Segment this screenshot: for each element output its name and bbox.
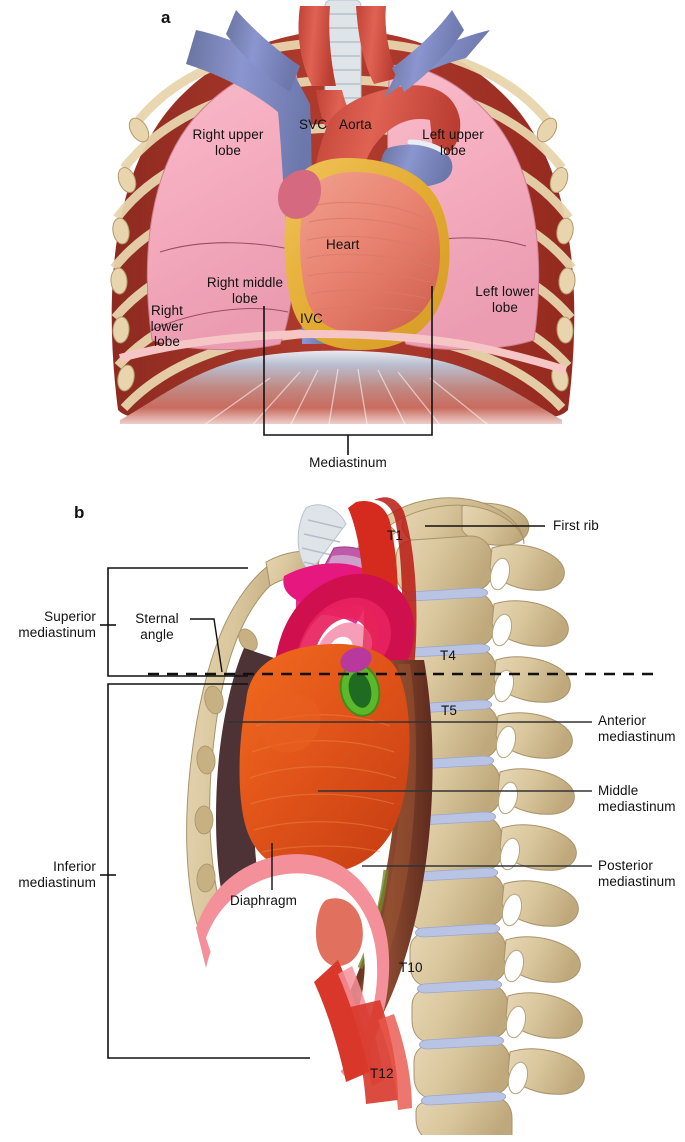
heart-striations-b	[249, 714, 397, 853]
label-right-lower-lobe: Right lower lobe	[150, 303, 184, 349]
ligamentum-arteriosum	[407, 139, 447, 155]
heart-lateral	[239, 643, 410, 874]
label-t5: T5	[441, 703, 457, 718]
panel-a-letter: a	[161, 8, 171, 27]
label-right-middle-lobe: Right middle lobe	[206, 275, 284, 306]
label-t12: T12	[370, 1066, 394, 1081]
right-horizontal-fissure	[151, 308, 289, 331]
panel-a-annotations	[263, 286, 433, 455]
intervertebral-discs	[403, 587, 507, 1106]
label-middle-mediastinum: Middle mediastinum	[598, 783, 676, 814]
label-anterior-mediastinum: Anterior mediastinum	[598, 713, 676, 744]
myocardium-striations	[306, 201, 433, 313]
right-auricle	[278, 169, 322, 219]
label-t4: T4	[440, 648, 456, 663]
label-superior-mediastinum: Superior mediastinum	[18, 609, 96, 640]
diaphragm-pleural-edge	[118, 330, 568, 374]
atrial-bulge	[260, 693, 321, 753]
diaphragm-fibers	[199, 368, 493, 431]
label-svc: SVC	[299, 117, 328, 132]
bronchus-lumen	[348, 672, 372, 708]
label-diaphragm: Diaphragm	[230, 893, 297, 908]
trachea-lateral	[297, 504, 347, 573]
aortic-arch	[273, 573, 415, 692]
label-left-upper-lobe: Left upper lobe	[422, 127, 484, 158]
label-inferior-mediastinum: Inferior mediastinum	[18, 859, 96, 890]
right-oblique-fissure	[159, 242, 295, 253]
panel-b-annotations	[100, 525, 660, 1059]
pulmonary-vessel-purple	[340, 647, 372, 673]
heart-muscle	[300, 172, 441, 334]
label-first-rib: First rib	[553, 518, 599, 533]
diaphragm-crus	[316, 898, 363, 967]
label-right-upper-lobe: Right upper lobe	[192, 127, 264, 158]
label-left-lower-lobe: Left lower lobe	[475, 284, 535, 315]
label-sternal-angle: Sternal angle	[135, 611, 179, 642]
label-aorta: Aorta	[339, 117, 372, 132]
superior-mediastinum-bracket	[107, 567, 248, 677]
vertebral-foramina	[489, 557, 529, 1095]
label-t10: T10	[399, 960, 423, 975]
rib-cross-sections-b	[194, 628, 258, 893]
label-posterior-mediastinum: Posterior mediastinum	[598, 858, 676, 889]
label-heart: Heart	[326, 237, 360, 252]
panel-b-graphic	[186, 497, 585, 1135]
label-mediastinum: Mediastinum	[309, 455, 387, 470]
vertebral-column	[343, 497, 585, 1135]
panel-b-letter: b	[74, 503, 85, 522]
heart-group	[278, 158, 450, 350]
panel-a-graphic	[95, 0, 590, 440]
label-t1: T1	[387, 528, 403, 543]
inferior-mediastinum-bracket	[107, 683, 310, 1059]
label-ivc: IVC	[300, 311, 323, 326]
diaphragm-panel-a	[120, 350, 562, 432]
sternal-angle-leader	[190, 618, 223, 673]
rib-cross-sections	[110, 117, 576, 392]
